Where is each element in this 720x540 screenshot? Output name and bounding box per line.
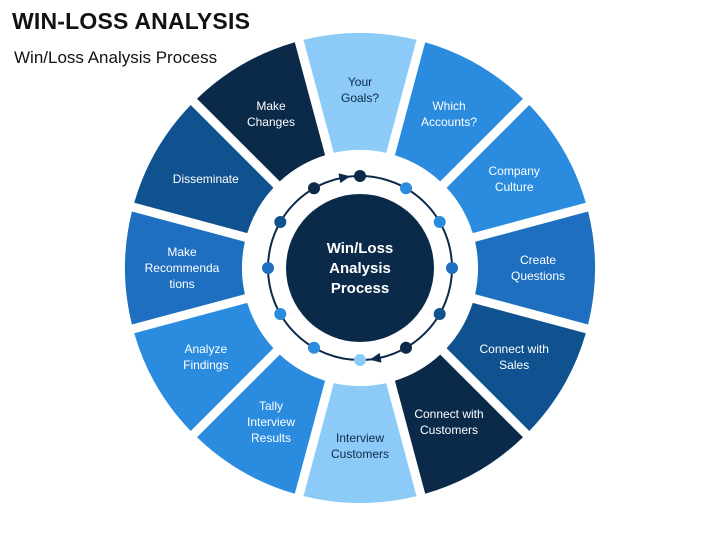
segment-11: Disseminate — [134, 105, 274, 234]
segment-label-line: Make — [167, 245, 197, 259]
segment-label-line: Disseminate — [173, 172, 239, 186]
segment-label-line: Customers — [420, 423, 478, 437]
ring-dot — [433, 216, 446, 228]
segment-shape — [303, 383, 417, 503]
slide-title: WIN-LOSS ANALYSIS — [12, 8, 251, 34]
center-label-line: Analysis — [329, 260, 391, 277]
segment-shape — [303, 33, 417, 153]
segment-label-line: Analyze — [184, 342, 227, 356]
ring-dot — [446, 262, 458, 274]
center-circle — [286, 194, 434, 342]
ring-dot — [308, 341, 320, 354]
segment-label-line: Interview — [336, 431, 384, 445]
segment-label-line: Interview — [247, 415, 295, 429]
ring-arrow-2 — [369, 352, 382, 363]
center-label-line: Process — [331, 280, 389, 297]
segment-label-line: Goals? — [341, 91, 379, 105]
segment-shape — [197, 354, 326, 494]
segment-label-line: Recommenda — [145, 261, 220, 275]
ring-dot — [354, 354, 366, 366]
segment-label-line: Culture — [495, 180, 534, 194]
segment-shape — [394, 42, 523, 182]
ring-dot — [400, 182, 412, 195]
segment-label: Disseminate — [173, 172, 239, 186]
segment-label-line: Connect with — [480, 342, 549, 356]
segment-label-line: Create — [520, 253, 556, 267]
ring-dot — [354, 170, 366, 182]
ring-dot — [262, 262, 274, 274]
ring-dot — [308, 182, 320, 195]
segment-label-line: Changes — [247, 115, 295, 129]
segment-label-line: Sales — [499, 358, 529, 372]
slide-subtitle: Win/Loss Analysis Process — [14, 48, 218, 67]
ring-arrow-1 — [338, 173, 351, 184]
segment-shape — [125, 211, 245, 325]
ring-dot — [274, 216, 287, 228]
segment-label-line: Findings — [183, 358, 228, 372]
segment-shape — [134, 105, 274, 234]
segment-label-line: Results — [251, 431, 291, 445]
segment-label-line: Make — [256, 99, 286, 113]
segment-label-line: Questions — [511, 269, 565, 283]
ring-dot — [274, 308, 287, 320]
segment-shape — [134, 302, 274, 431]
segment-shape — [446, 302, 586, 431]
inner-ring — [262, 170, 458, 366]
segment-label-line: tions — [169, 277, 194, 291]
segment-shape — [394, 354, 523, 494]
segment-label-line: Your — [348, 75, 372, 89]
ring-dot — [433, 308, 446, 320]
ring-dot — [400, 341, 412, 354]
segment-label-line: Company — [489, 164, 540, 178]
segment-shape — [446, 105, 586, 234]
segment-shape — [197, 42, 326, 182]
segment-label-line: Connect with — [414, 407, 483, 421]
segment-shape — [475, 211, 595, 325]
center-label-line: Win/Loss — [327, 240, 394, 257]
segment-label-line: Accounts? — [421, 115, 477, 129]
segment-label-line: Tally — [259, 399, 283, 413]
segment-label-line: Customers — [331, 447, 389, 461]
segment-label-line: Which — [432, 99, 465, 113]
